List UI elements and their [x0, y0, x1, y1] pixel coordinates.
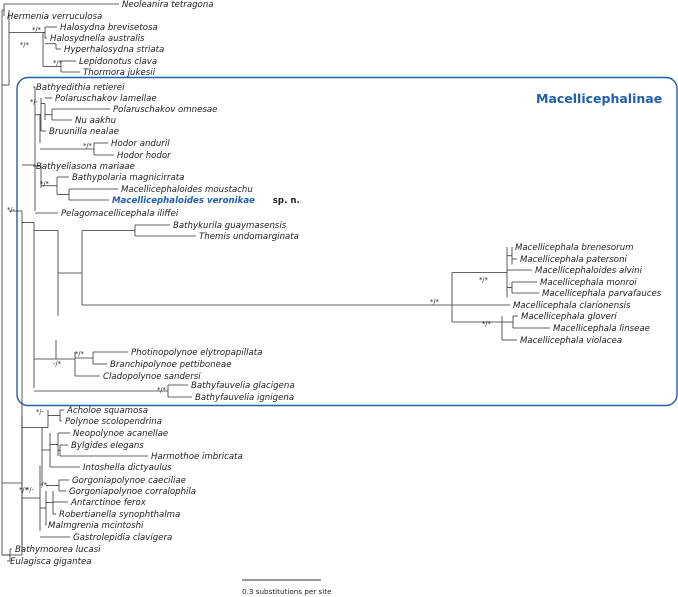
- tip-label: Cladopolynoe sandersi: [103, 372, 201, 382]
- support-value: */*: [40, 180, 50, 188]
- tip-label: Malmgrenia mcintoshi: [48, 521, 144, 531]
- tip-label: Macellicephala linseae: [553, 324, 650, 334]
- support-value: -/*: [53, 360, 62, 368]
- support-value: */*: [479, 276, 489, 284]
- clade-label: Macellicephalinae: [536, 91, 662, 106]
- tip-label: Macellicephala violacea: [520, 336, 622, 346]
- tip-label: Gorgoniapolynoe corralophila: [69, 487, 196, 497]
- support-value: */*: [53, 59, 63, 67]
- tip-label: Antarctinoe ferox: [70, 498, 147, 508]
- support-value: */-: [26, 486, 35, 494]
- tip-label: Bathymoorea lucasi: [15, 545, 101, 555]
- support-value: */*: [20, 41, 30, 49]
- tip-label: Bathyfauvelia ignigena: [195, 393, 294, 403]
- tip-label: Eulagisca gigantea: [10, 557, 92, 567]
- tip-label: Bathyedithia retierei: [36, 83, 125, 93]
- support-value: */-: [36, 408, 45, 416]
- tip-label: Bathykurila guaymasensis: [173, 221, 287, 231]
- tip-label: Gastrolepidia clavigera: [73, 533, 172, 543]
- tip-label: Hyperhalosydna striata: [64, 45, 164, 55]
- tip-label: Intoshella dictyaulus: [83, 463, 172, 473]
- tip-label: Themis undomarginata: [199, 232, 299, 242]
- tip-label: Bathypolaria magnicirrata: [72, 173, 184, 183]
- support-values: */**/**/-*/**/**/**/-*/**/**/*-/**/**/**…: [7, 26, 492, 494]
- tip-label: Polynoe scolopendrina: [65, 417, 162, 427]
- tip-label: Macellicephaloides alvini: [535, 266, 643, 276]
- tip-label: Polaruschakov omnesae: [113, 105, 217, 115]
- support-value: */*: [430, 298, 440, 306]
- tip-label: Bathyfauvelia glacigena: [191, 381, 295, 391]
- tip-label: Nu aakhu: [75, 116, 117, 126]
- tip-label: Branchipolynoe pettiboneae: [110, 360, 231, 370]
- macellicephalinae-clade-box: [16, 76, 678, 407]
- support-value: */-: [30, 98, 39, 106]
- tip-label: Hodor hodor: [117, 151, 171, 161]
- tip-label: Macellicephala brenesorum: [515, 243, 634, 253]
- support-value: */*: [482, 320, 492, 328]
- tip-label: Neoleanira tetragona: [122, 0, 214, 10]
- scale-bar-label: 0.3 substitutions per site: [242, 587, 332, 596]
- scale-bar: 0.3 substitutions per site: [242, 579, 332, 596]
- tip-label: Neopolynoe acanellae: [73, 429, 168, 439]
- tip-label: Macellicephala monroi: [540, 278, 637, 288]
- tip-label: Bathyeliasona mariaae: [36, 162, 135, 172]
- tip-label: Bruunilla nealae: [49, 127, 119, 137]
- tree-branches: [1, 3, 550, 562]
- tip-label: Harmothoe imbricata: [151, 452, 243, 462]
- tip-label: Pelagomacellicephala iliffei: [61, 209, 179, 219]
- tip-label: Robertianella synophthalma: [59, 510, 180, 520]
- tip-label: Macellicephala gloveri: [521, 312, 617, 322]
- tip-label: Hodor anduril: [111, 139, 170, 149]
- tip-label: Macellicephala clarionensis: [513, 301, 631, 311]
- tip-label: Acholoe squamosa: [66, 406, 148, 416]
- tip-label-new-species: Macellicephaloides veronikae: [112, 196, 255, 206]
- tip-label: Macellicephala patersoni: [520, 255, 628, 265]
- tip-label: Halosydna brevisetosa: [60, 23, 158, 33]
- support-value: */*: [19, 486, 29, 494]
- support-value: */*: [75, 350, 85, 358]
- new-species-suffix: sp. n.: [273, 196, 300, 206]
- support-value: -/*: [39, 481, 48, 489]
- tip-label: Macellicephaloides moustachu: [121, 185, 253, 195]
- support-value: */-: [7, 206, 16, 214]
- tip-label: Bylgides elegans: [71, 441, 144, 451]
- support-value: */*: [32, 26, 42, 34]
- tip-label: Photinopolynoe elytropapillata: [131, 348, 262, 358]
- support-value: */*: [83, 142, 93, 150]
- tip-label: Thormora jukesii: [83, 68, 156, 78]
- tip-label: Halosydnella australis: [50, 34, 145, 44]
- tip-label: Gorgoniapolynoe caeciliae: [72, 476, 186, 486]
- tip-label: Hermenia verruculosa: [7, 12, 102, 22]
- support-value: */*: [157, 386, 167, 394]
- tip-label: Polaruschakov lamellae: [55, 94, 157, 104]
- tip-label: Macellicephala parvafauces: [542, 289, 662, 299]
- tip-label: Lepidonotus clava: [79, 57, 157, 67]
